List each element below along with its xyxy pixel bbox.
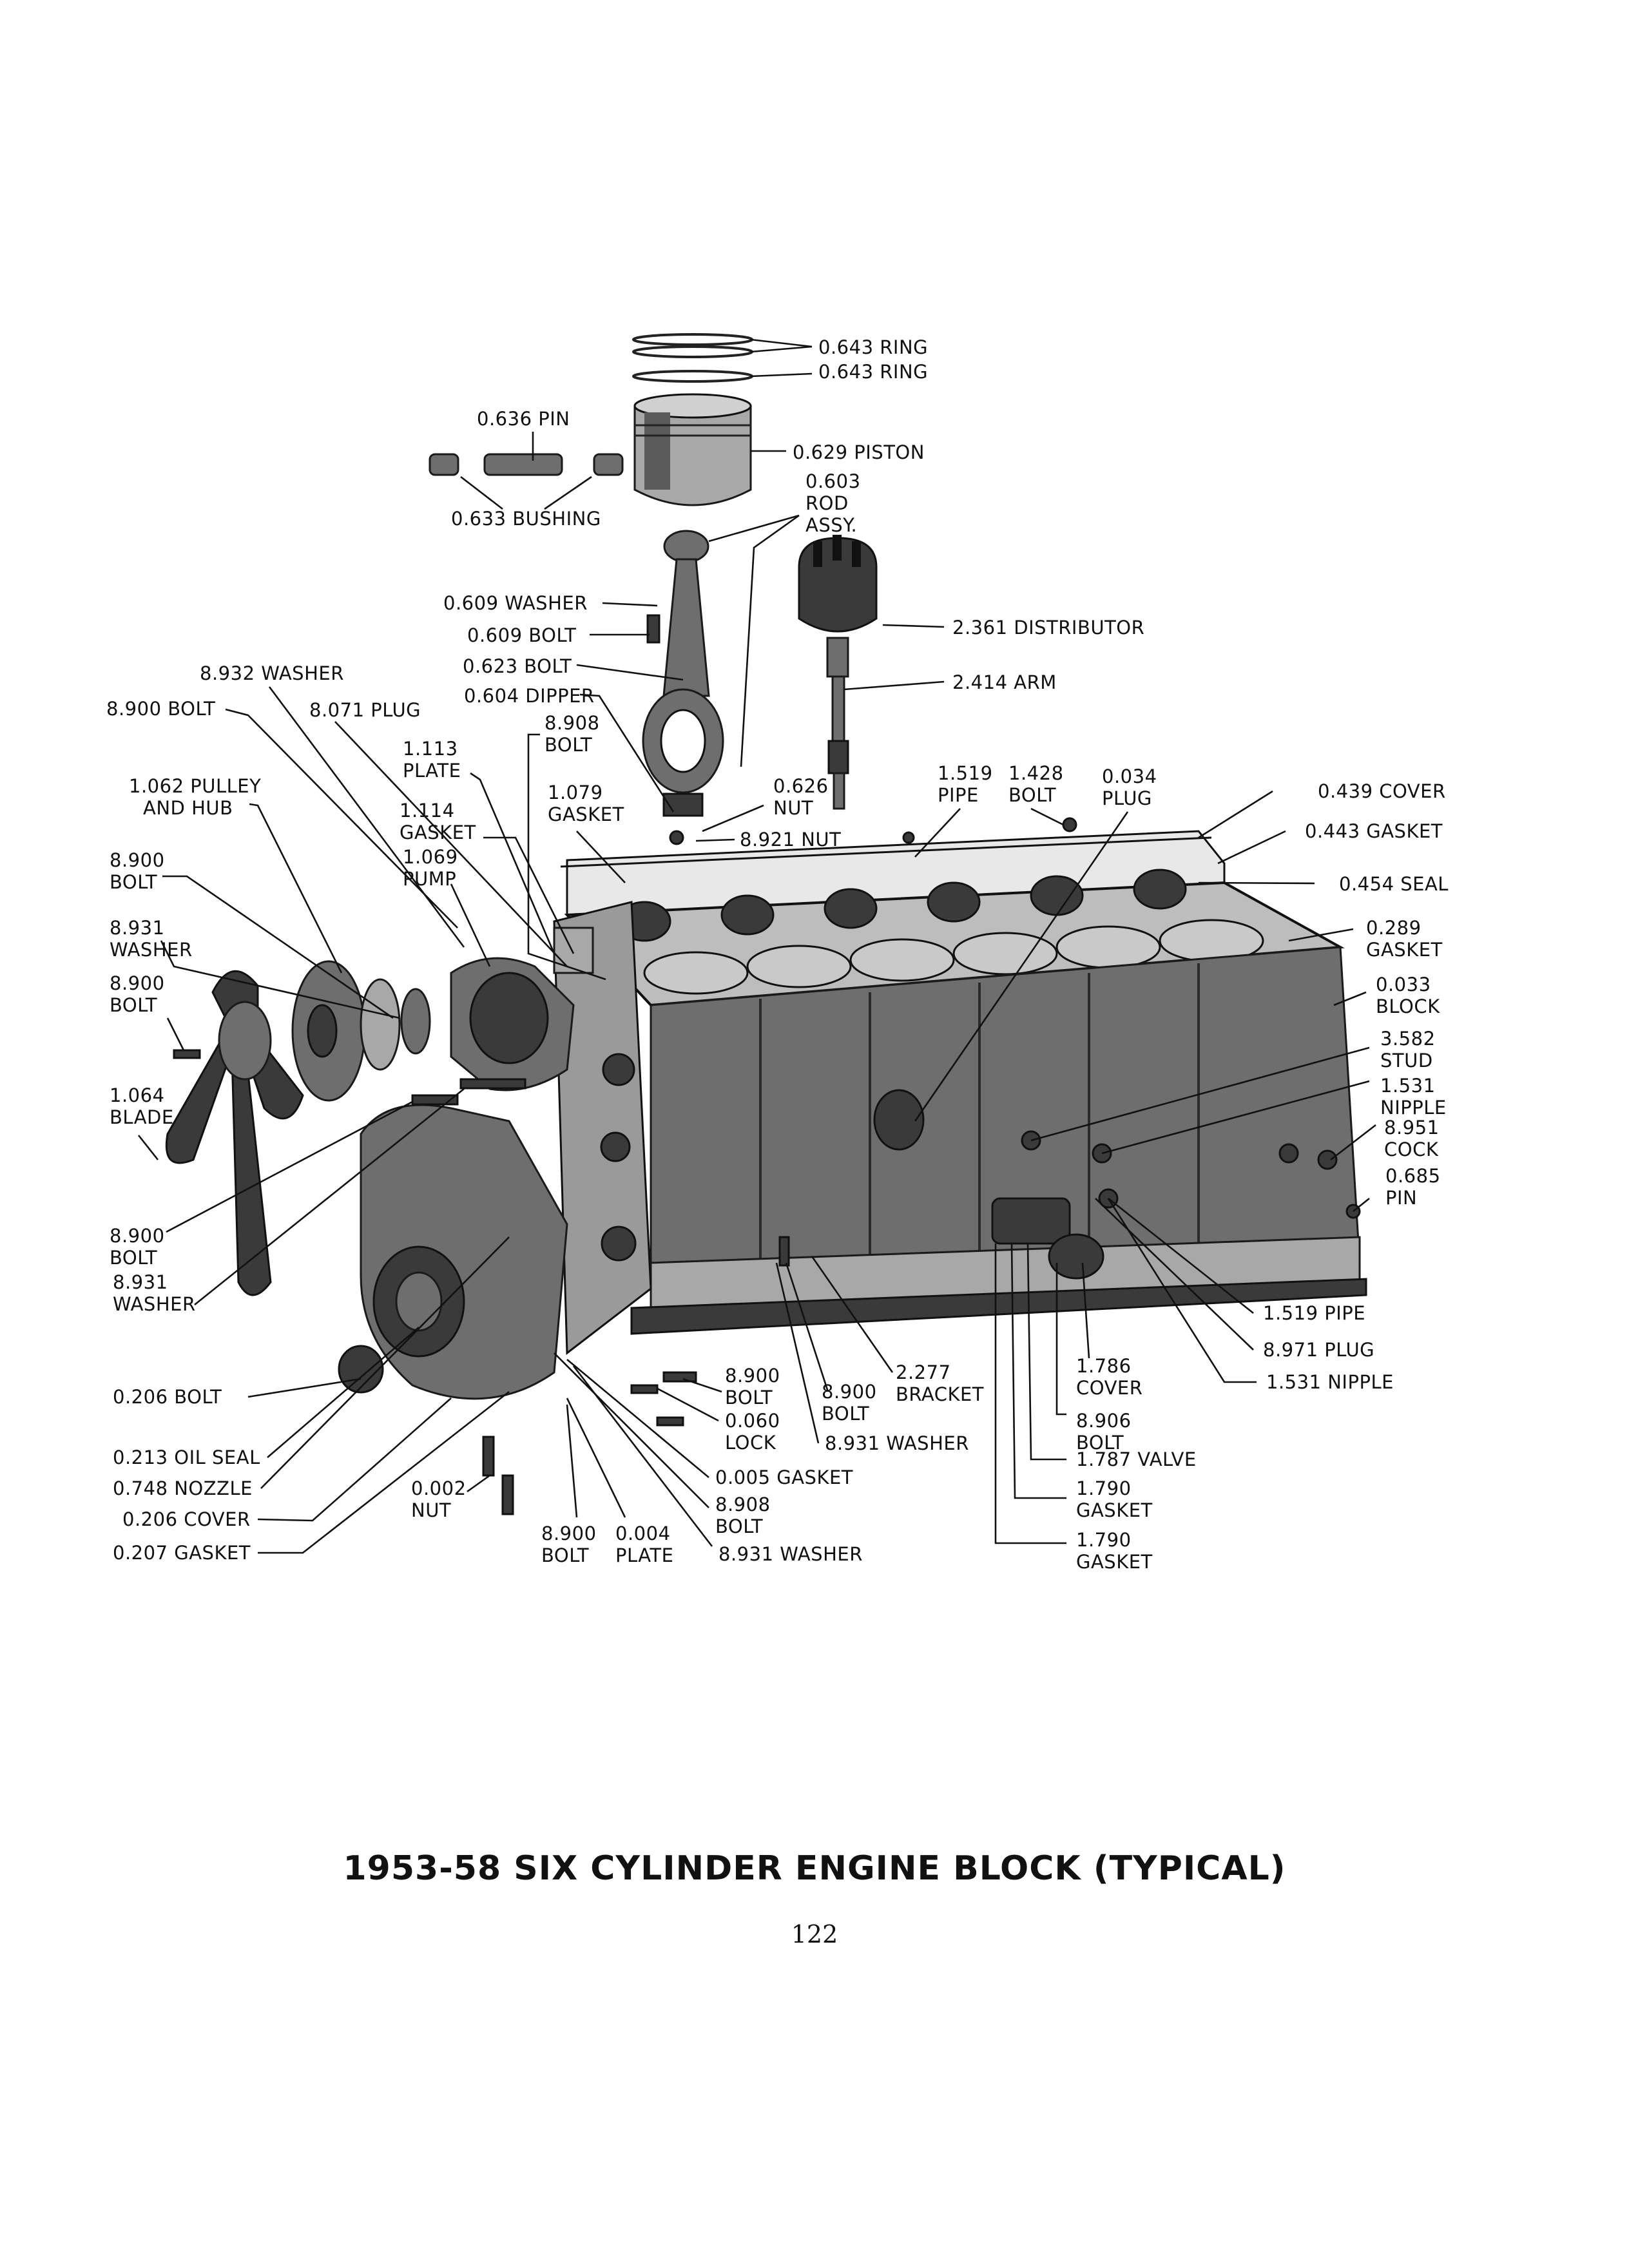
callout-label: 1.062 PULLEY AND HUB: [129, 775, 267, 819]
callout-label: 8.900 BOLT: [541, 1523, 602, 1566]
callout-label: 0.609 BOLT: [467, 624, 576, 646]
callout-label: 1.064 BLADE: [110, 1084, 174, 1128]
fan-blade: [165, 970, 304, 1296]
pulley-and-hub: [291, 960, 431, 1102]
callout-label: 8.931 WASHER: [110, 917, 193, 961]
connecting-rod: [642, 530, 724, 817]
figure-caption: 1953-58 SIX CYLINDER ENGINE BLOCK (TYPIC…: [343, 1849, 1286, 1888]
callout-label: 8.900 BOLT: [106, 698, 215, 720]
callout-label: 8.932 WASHER: [200, 662, 344, 684]
engine-block: [564, 869, 1367, 1335]
callout-label: 8.971 PLUG: [1263, 1339, 1374, 1361]
callout-label: 8.900 BOLT: [822, 1381, 883, 1425]
callout-label: 8.931 WASHER: [113, 1271, 196, 1315]
callout-label: 0.289 GASKET: [1366, 917, 1443, 961]
callout-label: 0.623 BOLT: [463, 655, 572, 677]
callout-label: 1.069 PUMP: [403, 846, 464, 890]
callout-label: 0.002 NUT: [411, 1477, 472, 1521]
callout-labels: 0.643 RING 0.643 RING 0.636 PIN 0.629 PI…: [106, 336, 1449, 1573]
callout-label: 2.277 BRACKET: [896, 1361, 984, 1405]
callout-label: 0.643 RING: [818, 336, 928, 358]
callout-label: 0.439 COVER: [1318, 780, 1446, 802]
callout-label: 8.931 WASHER: [825, 1432, 969, 1454]
callout-label: 1.790 GASKET: [1076, 1477, 1153, 1521]
callout-label: 0.626 NUT: [773, 775, 834, 819]
callout-label: 0.603 ROD ASSY.: [805, 470, 867, 536]
leader-lines: [137, 338, 1376, 1554]
callout-label: 1.114 GASKET: [400, 800, 476, 843]
callout-label: 1.519 PIPE: [938, 762, 999, 806]
callout-label: 1.113 PLATE: [403, 738, 464, 782]
callout-label: 1.790 GASKET: [1076, 1529, 1153, 1573]
callout-label: 8.900 BOLT: [110, 849, 171, 893]
callout-label: 0.207 GASKET: [113, 1542, 251, 1564]
water-pump: [450, 927, 594, 1091]
callout-label: 8.071 PLUG: [309, 699, 421, 721]
piston-pin-and-bushings: [429, 453, 624, 476]
callout-label: 0.443 GASKET: [1305, 820, 1443, 842]
callout-label: 0.005 GASKET: [715, 1466, 853, 1488]
callout-label: 1.428 BOLT: [1008, 762, 1070, 806]
callout-label: 8.908 BOLT: [545, 712, 606, 756]
callout-label: 1.787 VALVE: [1076, 1448, 1197, 1470]
distributor: [798, 535, 878, 810]
callout-label: 1.531 NIPPLE: [1380, 1075, 1447, 1119]
front-plate: [553, 901, 652, 1355]
callout-label: 8.908 BOLT: [715, 1494, 776, 1537]
callout-label: 8.906 BOLT: [1076, 1410, 1137, 1454]
callout-label: 0.206 BOLT: [113, 1386, 222, 1408]
callout-label: 1.519 PIPE: [1263, 1302, 1365, 1324]
callout-label: 8.900 BOLT: [110, 1225, 171, 1269]
callout-label: 0.685 PIN: [1385, 1165, 1447, 1209]
callout-label: 0.629 PISTON: [793, 441, 925, 463]
callout-label: 0.643 RING: [818, 361, 928, 383]
callout-label: 8.900 BOLT: [110, 972, 171, 1016]
callout-label: 1.786 COVER: [1076, 1355, 1142, 1399]
callout-label: 0.060 LOCK: [725, 1410, 786, 1454]
callout-label: 8.931 WASHER: [718, 1543, 863, 1565]
callout-label: 0.454 SEAL: [1339, 873, 1449, 895]
callout-label: 2.361 DISTRIBUTOR: [952, 617, 1144, 639]
callout-label: 0.609 WASHER: [443, 592, 588, 614]
callout-label: 8.951 COCK: [1384, 1117, 1445, 1160]
callout-label: 0.004 PLATE: [615, 1523, 677, 1566]
callout-label: 0.748 NOZZLE: [113, 1477, 253, 1499]
callout-label: 0.033 BLOCK: [1376, 974, 1440, 1017]
page-number: 122: [791, 1920, 838, 1948]
callout-label: 8.900 BOLT: [725, 1365, 786, 1408]
piston: [633, 393, 752, 506]
callout-label: 0.604 DIPPER: [464, 685, 595, 707]
head-gasket-cover: [560, 830, 1226, 916]
callout-label: 0.633 BUSHING: [451, 508, 601, 530]
callout-label: 1.079 GASKET: [548, 782, 624, 825]
callout-label: 0.636 PIN: [477, 408, 570, 430]
callout-label: 1.531 NIPPLE: [1266, 1371, 1394, 1393]
callout-label: 8.921 NUT: [740, 829, 841, 850]
callout-label: 2.414 ARM: [952, 671, 1057, 693]
callout-label: 3.582 STUD: [1380, 1028, 1441, 1072]
callout-label: 0.034 PLUG: [1102, 765, 1163, 809]
callout-label: 0.206 COVER: [122, 1508, 251, 1530]
callout-label: 0.213 OIL SEAL: [113, 1446, 260, 1468]
piston-rings: [632, 333, 753, 383]
timing-cover: [338, 1104, 568, 1400]
